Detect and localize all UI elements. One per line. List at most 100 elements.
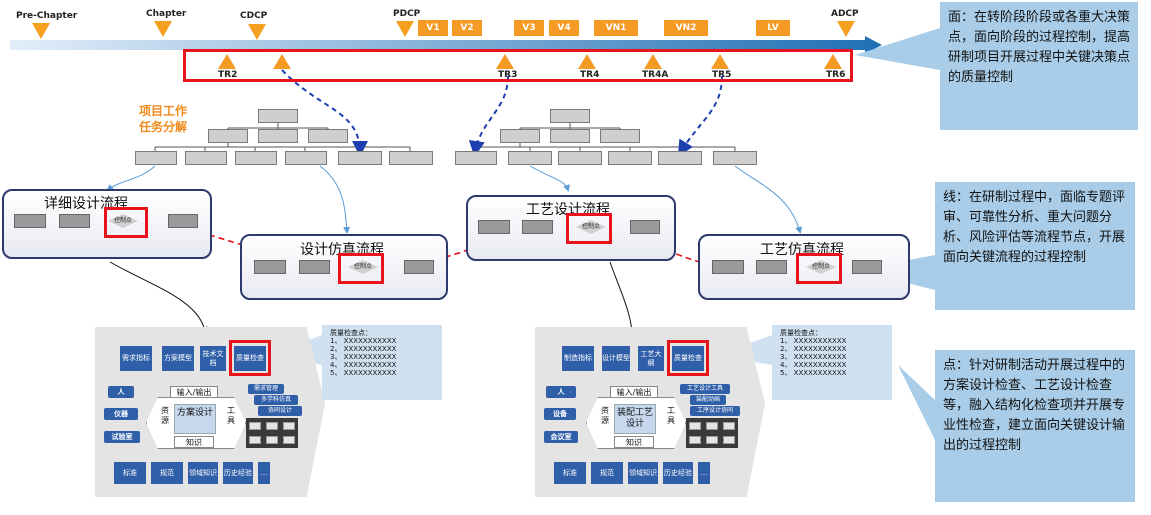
quality-tab-highlight-left	[229, 340, 271, 376]
wbs-node	[258, 129, 298, 143]
tool-icon	[283, 422, 295, 430]
process-step	[14, 214, 46, 228]
wbs-node	[258, 109, 298, 123]
panel-right-tab-1: 制造指标	[562, 346, 594, 371]
wbs-node	[508, 151, 552, 165]
wbs-node	[185, 151, 227, 165]
panel-left-tool: 工具	[227, 406, 235, 425]
note-point: 点：针对研制活动开展过程中的方案设计检查、工艺设计检查等，融入结构化检查项并开展…	[935, 350, 1135, 502]
quality-tab-highlight-right	[667, 340, 709, 376]
tool-icon	[723, 422, 735, 430]
wbs-node	[308, 129, 348, 143]
panel-right-side-2: 设备	[544, 408, 576, 420]
process-step	[478, 220, 510, 234]
wbs-node	[550, 129, 590, 143]
panel-right-bottom-1: 标准	[554, 462, 586, 484]
panel-left-tab-4: 质量检查	[234, 346, 266, 371]
panel-right-bottom-4: 历史经验	[663, 462, 693, 484]
wbs-node	[135, 151, 177, 165]
panel-left-bottom-3: 领域知识	[188, 462, 218, 484]
tr-label-tr4: TR4	[580, 70, 600, 80]
tr-triangle-tr5	[711, 54, 729, 69]
panel-left-tool-icons	[246, 418, 298, 448]
link-wbs-design-sim	[319, 165, 351, 234]
control-point-highlight	[796, 253, 842, 284]
panel-right-tool: 工具	[667, 406, 675, 425]
wbs-node	[608, 151, 652, 165]
version-v2: V2	[452, 20, 482, 36]
panel-right-bottom-2: 规范	[591, 462, 623, 484]
callout-pointer-face	[855, 28, 940, 70]
gate-triangle-adcp	[837, 21, 855, 37]
panel-left-bottom-4: 历史经验	[223, 462, 253, 484]
note-line: 线：在研制过程中，面临专题评审、可靠性分析、重大问题分析、风险评估等流程节点，开…	[935, 182, 1135, 310]
arrow-process-to-panel	[609, 261, 636, 334]
link-wbs-detail	[106, 165, 156, 192]
wbs-node	[208, 129, 248, 143]
control-point-highlight	[566, 213, 612, 244]
panel-right-tool-2: 装配动画	[690, 395, 726, 405]
process-step	[852, 260, 882, 274]
tr-triangle-tr4a	[644, 54, 662, 69]
panel-left-tool-2: 多学科仿真	[254, 395, 298, 405]
note-face: 面：在转阶段阶段或各重大决策点，面向阶段的过程控制，提高研制项目开展过程中关键决…	[940, 2, 1138, 130]
panel-left-bottom-5: ...	[258, 462, 270, 484]
quality-check-item: 2、 XXXXXXXXXXX	[780, 345, 847, 353]
wbs-node	[455, 151, 497, 165]
dashed-link-tr2	[281, 69, 368, 157]
wbs-node	[550, 109, 590, 123]
wbs-label-line1: 项目工作	[138, 104, 187, 118]
panel-left-side-1: 人	[108, 386, 134, 398]
quality-check-box-left: 质量检查点： 1、 XXXXXXXXXXX 2、 XXXXXXXXXXX 3、 …	[322, 325, 442, 400]
panel-right-bottom-5: ...	[698, 462, 710, 484]
panel-left-side-3: 试验室	[104, 431, 140, 443]
gate-triangle-cdcp	[248, 24, 266, 40]
panel-right-tab-4: 质量检查	[672, 346, 704, 371]
quality-check-item: 1、 XXXXXXXXXXX	[330, 337, 397, 345]
control-point-diamond: 控制点	[576, 220, 606, 234]
version-v1: V1	[418, 20, 448, 36]
quality-check-box-right: 质量检查点： 1、 XXXXXXXXXXX 2、 XXXXXXXXXXX 3、 …	[772, 325, 892, 400]
quality-check-item: 3、 XXXXXXXXXXX	[330, 353, 397, 361]
arrow-detail-to-panel	[109, 261, 208, 334]
panel-left-tool-1: 需求管理	[248, 384, 284, 394]
tr-triangle-tr3	[496, 54, 514, 69]
wbs-node	[600, 129, 640, 143]
panel-left-tool-3: 协同设计	[258, 406, 302, 416]
tool-icon	[266, 422, 278, 430]
tool-icon	[266, 436, 278, 444]
gate-label-adcp: ADCP	[831, 9, 859, 19]
panel-right-resource: 资源	[601, 406, 609, 425]
quality-check-item: 4、 XXXXXXXXXXX	[780, 361, 847, 369]
wbs-node	[658, 151, 702, 165]
panel-right-side-1: 人	[546, 386, 576, 398]
panel-left-center: 方案设计	[174, 404, 216, 434]
gate-triangle-pdcp	[396, 21, 414, 37]
wbs-node	[558, 151, 602, 165]
callout-pointer-point	[898, 365, 935, 440]
panel-left-tab-3: 技术文档	[200, 346, 226, 371]
panel-right-tab-2: 设计模型	[602, 346, 630, 371]
control-point-diamond: 控制点	[348, 260, 378, 274]
tr-label-tr6: TR6	[826, 70, 846, 80]
tr-label-tr5: TR5	[712, 70, 732, 80]
wbs-node	[338, 151, 382, 165]
control-point-diamond: 控制点	[806, 260, 836, 274]
tr-triangle-tr4	[578, 54, 596, 69]
tool-icon	[689, 436, 701, 444]
tr-triangle-tr2	[218, 54, 236, 69]
dashed-link-tr3	[468, 75, 509, 157]
quality-check-title: 质量检查点：	[330, 329, 372, 337]
link-wbs-process-sim	[734, 165, 803, 234]
tr-highlight-box	[183, 49, 853, 82]
tr-triangle-extra	[273, 54, 291, 69]
tool-icon	[706, 436, 718, 444]
wbs-node	[713, 151, 757, 165]
version-lv: LV	[756, 20, 790, 36]
tr-triangle-tr6	[824, 54, 842, 69]
panel-right-tool-1: 工艺设计工具	[680, 384, 730, 394]
version-vn1: VN1	[594, 20, 638, 36]
control-point-highlight	[338, 253, 384, 284]
gate-label-chapter: Chapter	[146, 9, 187, 19]
gate-label-pre-chapter: Pre-Chapter	[16, 11, 78, 21]
